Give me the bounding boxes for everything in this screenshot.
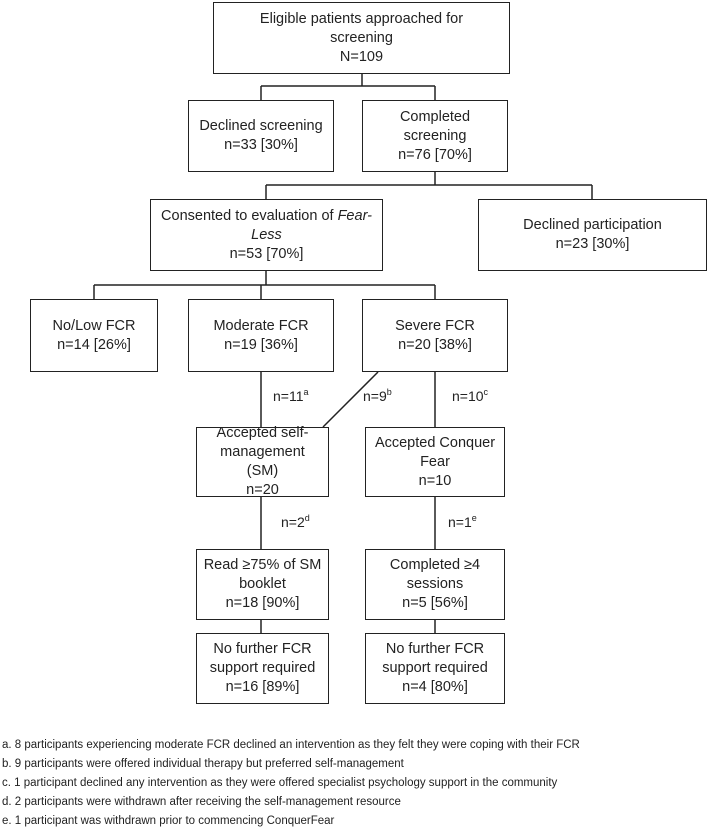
no-further-support-sm-box: No further FCR support required n=16 [89… [196, 633, 329, 704]
node-text: Declined screening [199, 118, 323, 134]
node-text: screening [403, 127, 467, 144]
node-count: n=19 [36%] [224, 336, 298, 353]
node-count: n=20 [246, 482, 279, 498]
node-text: booklet [239, 576, 286, 592]
footnote-e: e. 1 participant was withdrawn prior to … [2, 815, 335, 827]
consented-box: Consented to evaluation of Fear- Less n=… [150, 199, 383, 271]
read-sm-booklet-box: Read ≥75% of SM booklet n=18 [90%] [196, 549, 329, 620]
node-text: Fear [420, 453, 450, 470]
node-text: Consented to evaluation of Fear- [161, 207, 372, 226]
node-count: n=5 [56%] [402, 595, 468, 611]
moderate-fcr-box: Moderate FCR n=19 [36%] [188, 299, 334, 372]
declined-participation-box: Declined participation n=23 [30%] [478, 199, 707, 271]
node-text: Accepted self- [216, 425, 309, 441]
edge-label-cf-to-completed: n=1e [448, 513, 477, 531]
no-low-fcr-box: No/Low FCR n=14 [26%] [30, 299, 158, 372]
footnote-marker: c [483, 387, 489, 397]
footnote-marker: e [471, 513, 477, 523]
node-text: Completed [399, 108, 471, 125]
completed-screening-box: Completed screening n=76 [70%] [362, 100, 508, 172]
node-text: Eligible patients approached for [259, 10, 464, 27]
node-text: Read ≥75% of SM [203, 557, 322, 573]
node-count: n=53 [70%] [229, 245, 304, 262]
connector [322, 371, 379, 428]
node-text: sessions [406, 576, 464, 592]
node-count: n=16 [89%] [225, 679, 300, 695]
node-text: No further FCR [385, 641, 485, 657]
edge-label-severe-to-cf: n=10c [452, 387, 489, 405]
node-count: n=33 [30%] [224, 137, 298, 153]
node-count: n=4 [80%] [402, 679, 468, 695]
footnote-marker: a [303, 387, 309, 397]
accepted-conquer-fear-box: Accepted Conquer Fear n=10 [365, 427, 505, 497]
node-count: n=20 [38%] [398, 336, 472, 353]
node-count: n=14 [26%] [57, 336, 131, 353]
node-text-italic: Less [251, 226, 282, 243]
footnote-c: c. 1 participant declined any interventi… [2, 777, 558, 789]
node-text: Moderate FCR [213, 317, 309, 334]
no-further-support-cf-box: No further FCR support required n=4 [80%… [365, 633, 505, 704]
edge-label-moderate-to-sm: n=11a [273, 387, 309, 405]
node-text: screening [330, 29, 393, 46]
footnote-d: d. 2 participants were withdrawn after r… [2, 796, 401, 808]
edge-label-text: n=9 [363, 388, 387, 404]
eligible-patients-box: Eligible patients approached for screeni… [213, 2, 510, 74]
edge-label-sm-to-read: n=2d [281, 513, 310, 531]
edge-label-text: n=2 [281, 514, 305, 530]
node-text: management (SM) [220, 444, 305, 479]
footnote-b: b. 9 participants were offered individua… [2, 758, 404, 770]
footnote-a: a. 8 participants experiencing moderate … [2, 739, 580, 751]
node-text: No/Low FCR [52, 317, 136, 334]
edge-label-severe-to-sm: n=9b [363, 387, 392, 405]
node-text: support required [209, 660, 316, 676]
accepted-self-management-box: Accepted self- management (SM) n=20 [196, 425, 329, 498]
node-text: Accepted Conquer [374, 434, 496, 451]
node-count: n=10 [418, 472, 452, 489]
declined-screening-box: Declined screening n=33 [30%] [188, 100, 334, 172]
completed-sessions-box: Completed ≥4 sessions n=5 [56%] [365, 549, 505, 620]
node-text: Severe FCR [395, 317, 475, 334]
node-count: N=109 [339, 48, 384, 65]
node-count: n=76 [70%] [398, 146, 472, 163]
node-count: n=18 [90%] [225, 595, 300, 611]
edge-label-text: n=1 [448, 514, 472, 530]
node-text: Declined participation [523, 217, 662, 233]
node-count: n=23 [30%] [555, 236, 630, 252]
edge-label-text: n=11 [273, 388, 304, 404]
node-text-italic: Fear- [337, 207, 372, 224]
severe-fcr-box: Severe FCR n=20 [38%] [362, 299, 508, 372]
node-text: support required [382, 660, 488, 676]
edge-label-text: n=10 [452, 388, 484, 404]
node-text: No further FCR [213, 641, 312, 657]
footnote-marker: b [386, 387, 392, 397]
node-text: Less [251, 226, 282, 245]
footnotes: a. 8 participants experiencing moderate … [2, 736, 707, 831]
footnote-marker: d [304, 513, 310, 523]
node-text-part: Consented to evaluation of [161, 207, 338, 224]
node-text: Completed ≥4 [389, 557, 481, 573]
